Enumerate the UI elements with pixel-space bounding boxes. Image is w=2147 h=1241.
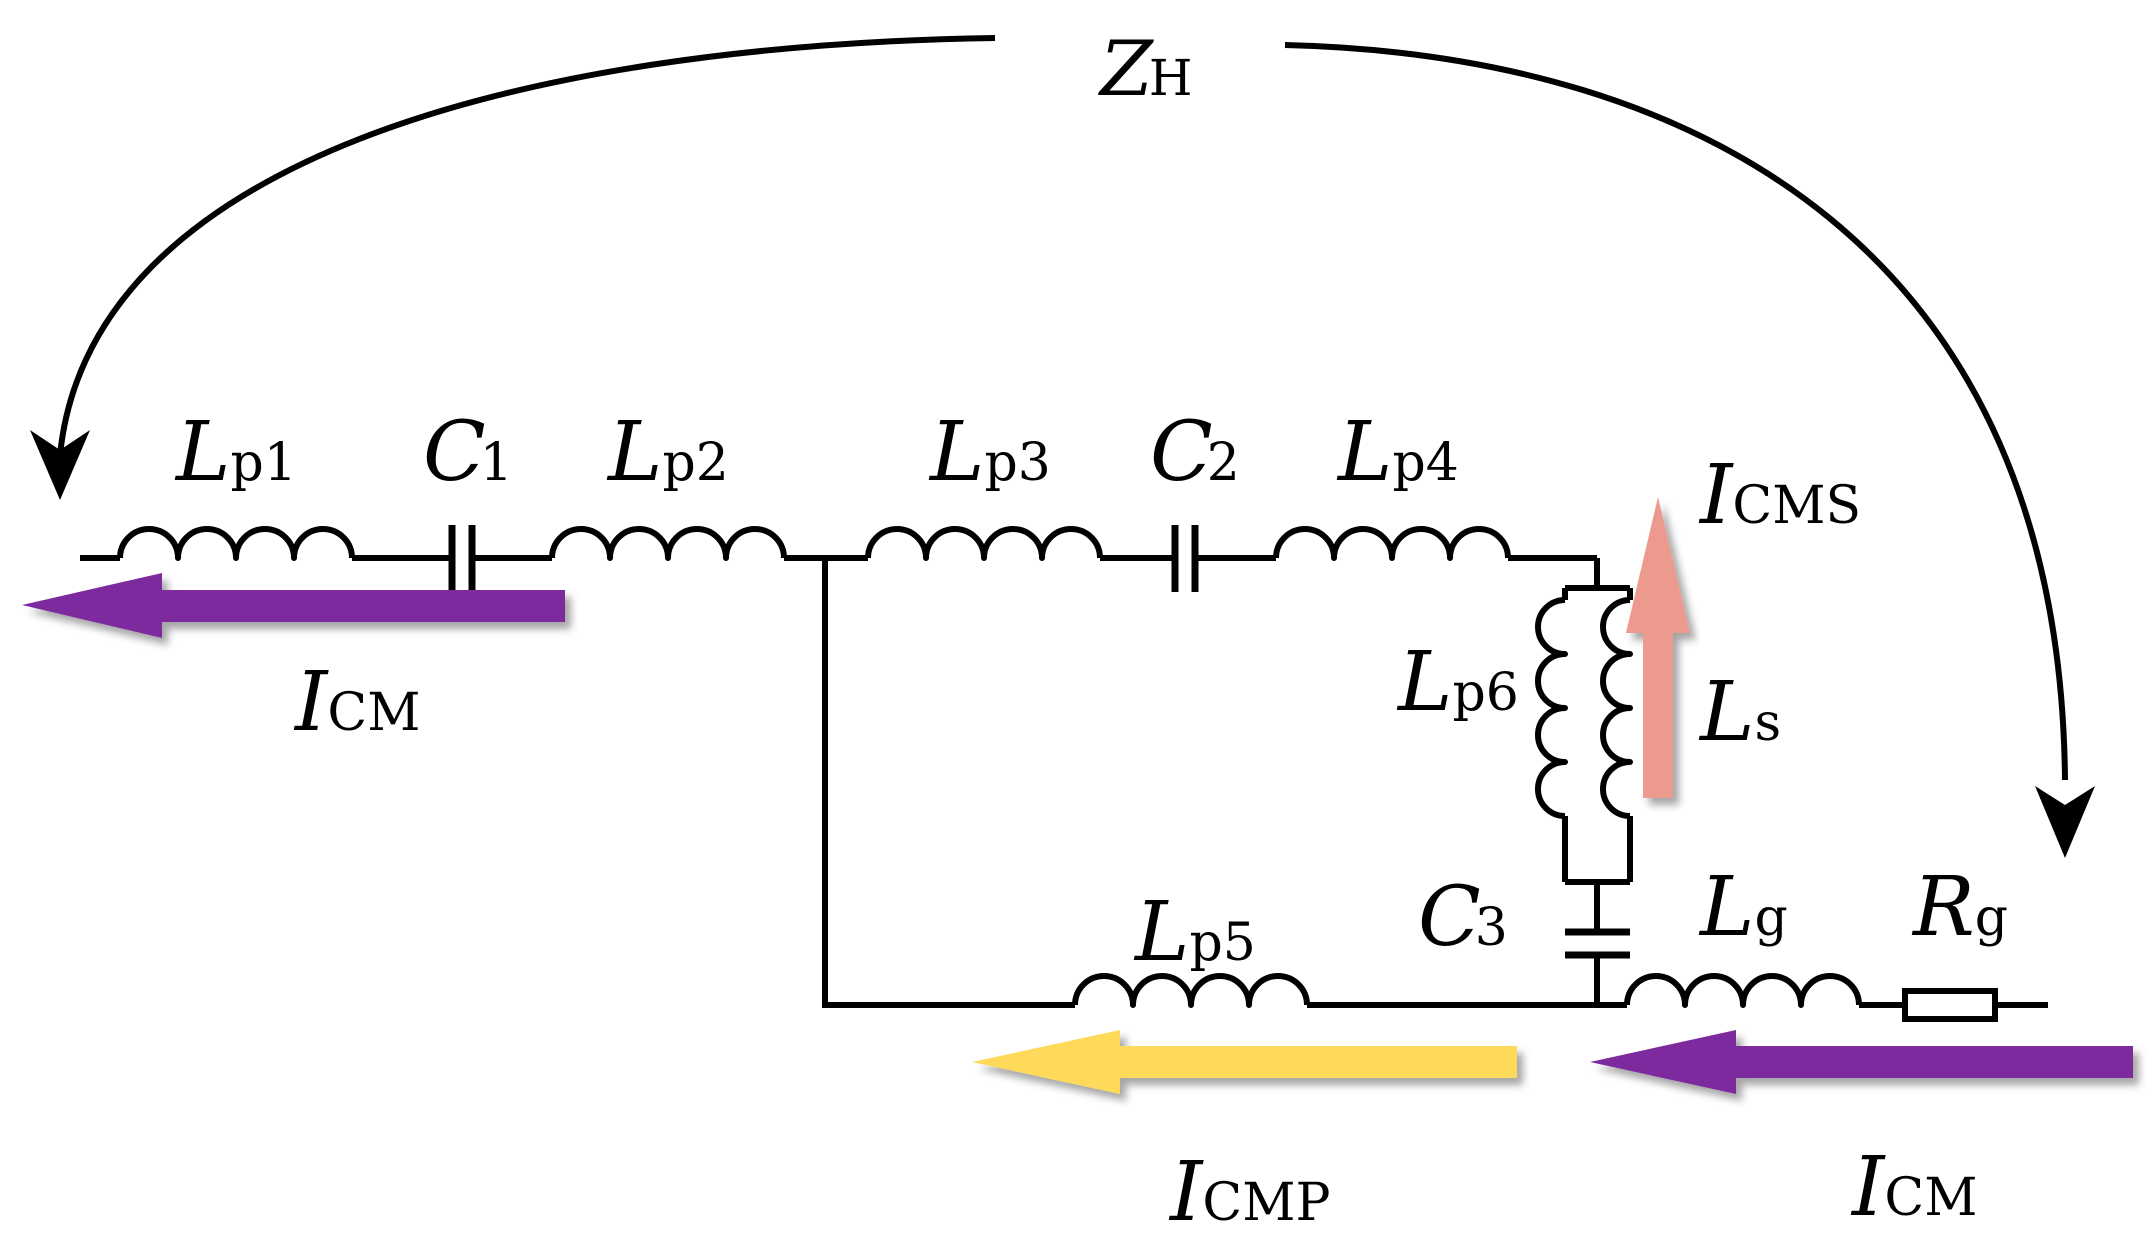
arrow-icm-left — [22, 573, 565, 638]
inductor-lg — [1624, 973, 1862, 1008]
label-icmp: ICMP — [1168, 1145, 1330, 1240]
zh-arc-left — [57, 35, 996, 456]
label-c3: C3 — [1418, 870, 1508, 965]
arrow-icmp — [972, 1030, 1517, 1094]
zh-arrowhead-left — [30, 430, 90, 500]
inductor-lp2 — [549, 526, 787, 561]
label-c1: C1 — [423, 405, 513, 500]
label-lg: Lg — [1698, 860, 1788, 955]
label-lp5: Lp5 — [1133, 885, 1256, 980]
label-ls: Ls — [1698, 665, 1781, 760]
inductor-lp3 — [865, 526, 1103, 561]
label-lp4: Lp4 — [1336, 405, 1459, 500]
label-lp2: Lp2 — [606, 405, 729, 500]
arrow-icms — [1626, 497, 1690, 798]
zh-arc-right — [1284, 42, 2068, 781]
label-icm-right: ICM — [1850, 1140, 1977, 1235]
arrow-icm-right — [1590, 1030, 2133, 1094]
label-lp3: Lp3 — [928, 405, 1051, 500]
label-icm-left: ICM — [293, 655, 420, 750]
label-c2: C2 — [1150, 405, 1240, 500]
label-lp6: Lp6 — [1396, 635, 1519, 730]
label-icms: ICMS — [1698, 448, 1861, 543]
inductor-lp1 — [117, 526, 355, 561]
label-lp1: Lp1 — [174, 405, 297, 500]
label-rg: Rg — [1911, 860, 2008, 955]
inductor-ls — [1600, 597, 1633, 819]
resistor-rg — [1902, 988, 1998, 1022]
inductor-lp5 — [1072, 973, 1310, 1008]
inductor-lp4 — [1273, 526, 1511, 561]
inductor-lp6 — [1535, 597, 1568, 819]
zh-arrowhead-right — [2035, 786, 2095, 858]
zh-label: ZH — [1098, 24, 1192, 113]
